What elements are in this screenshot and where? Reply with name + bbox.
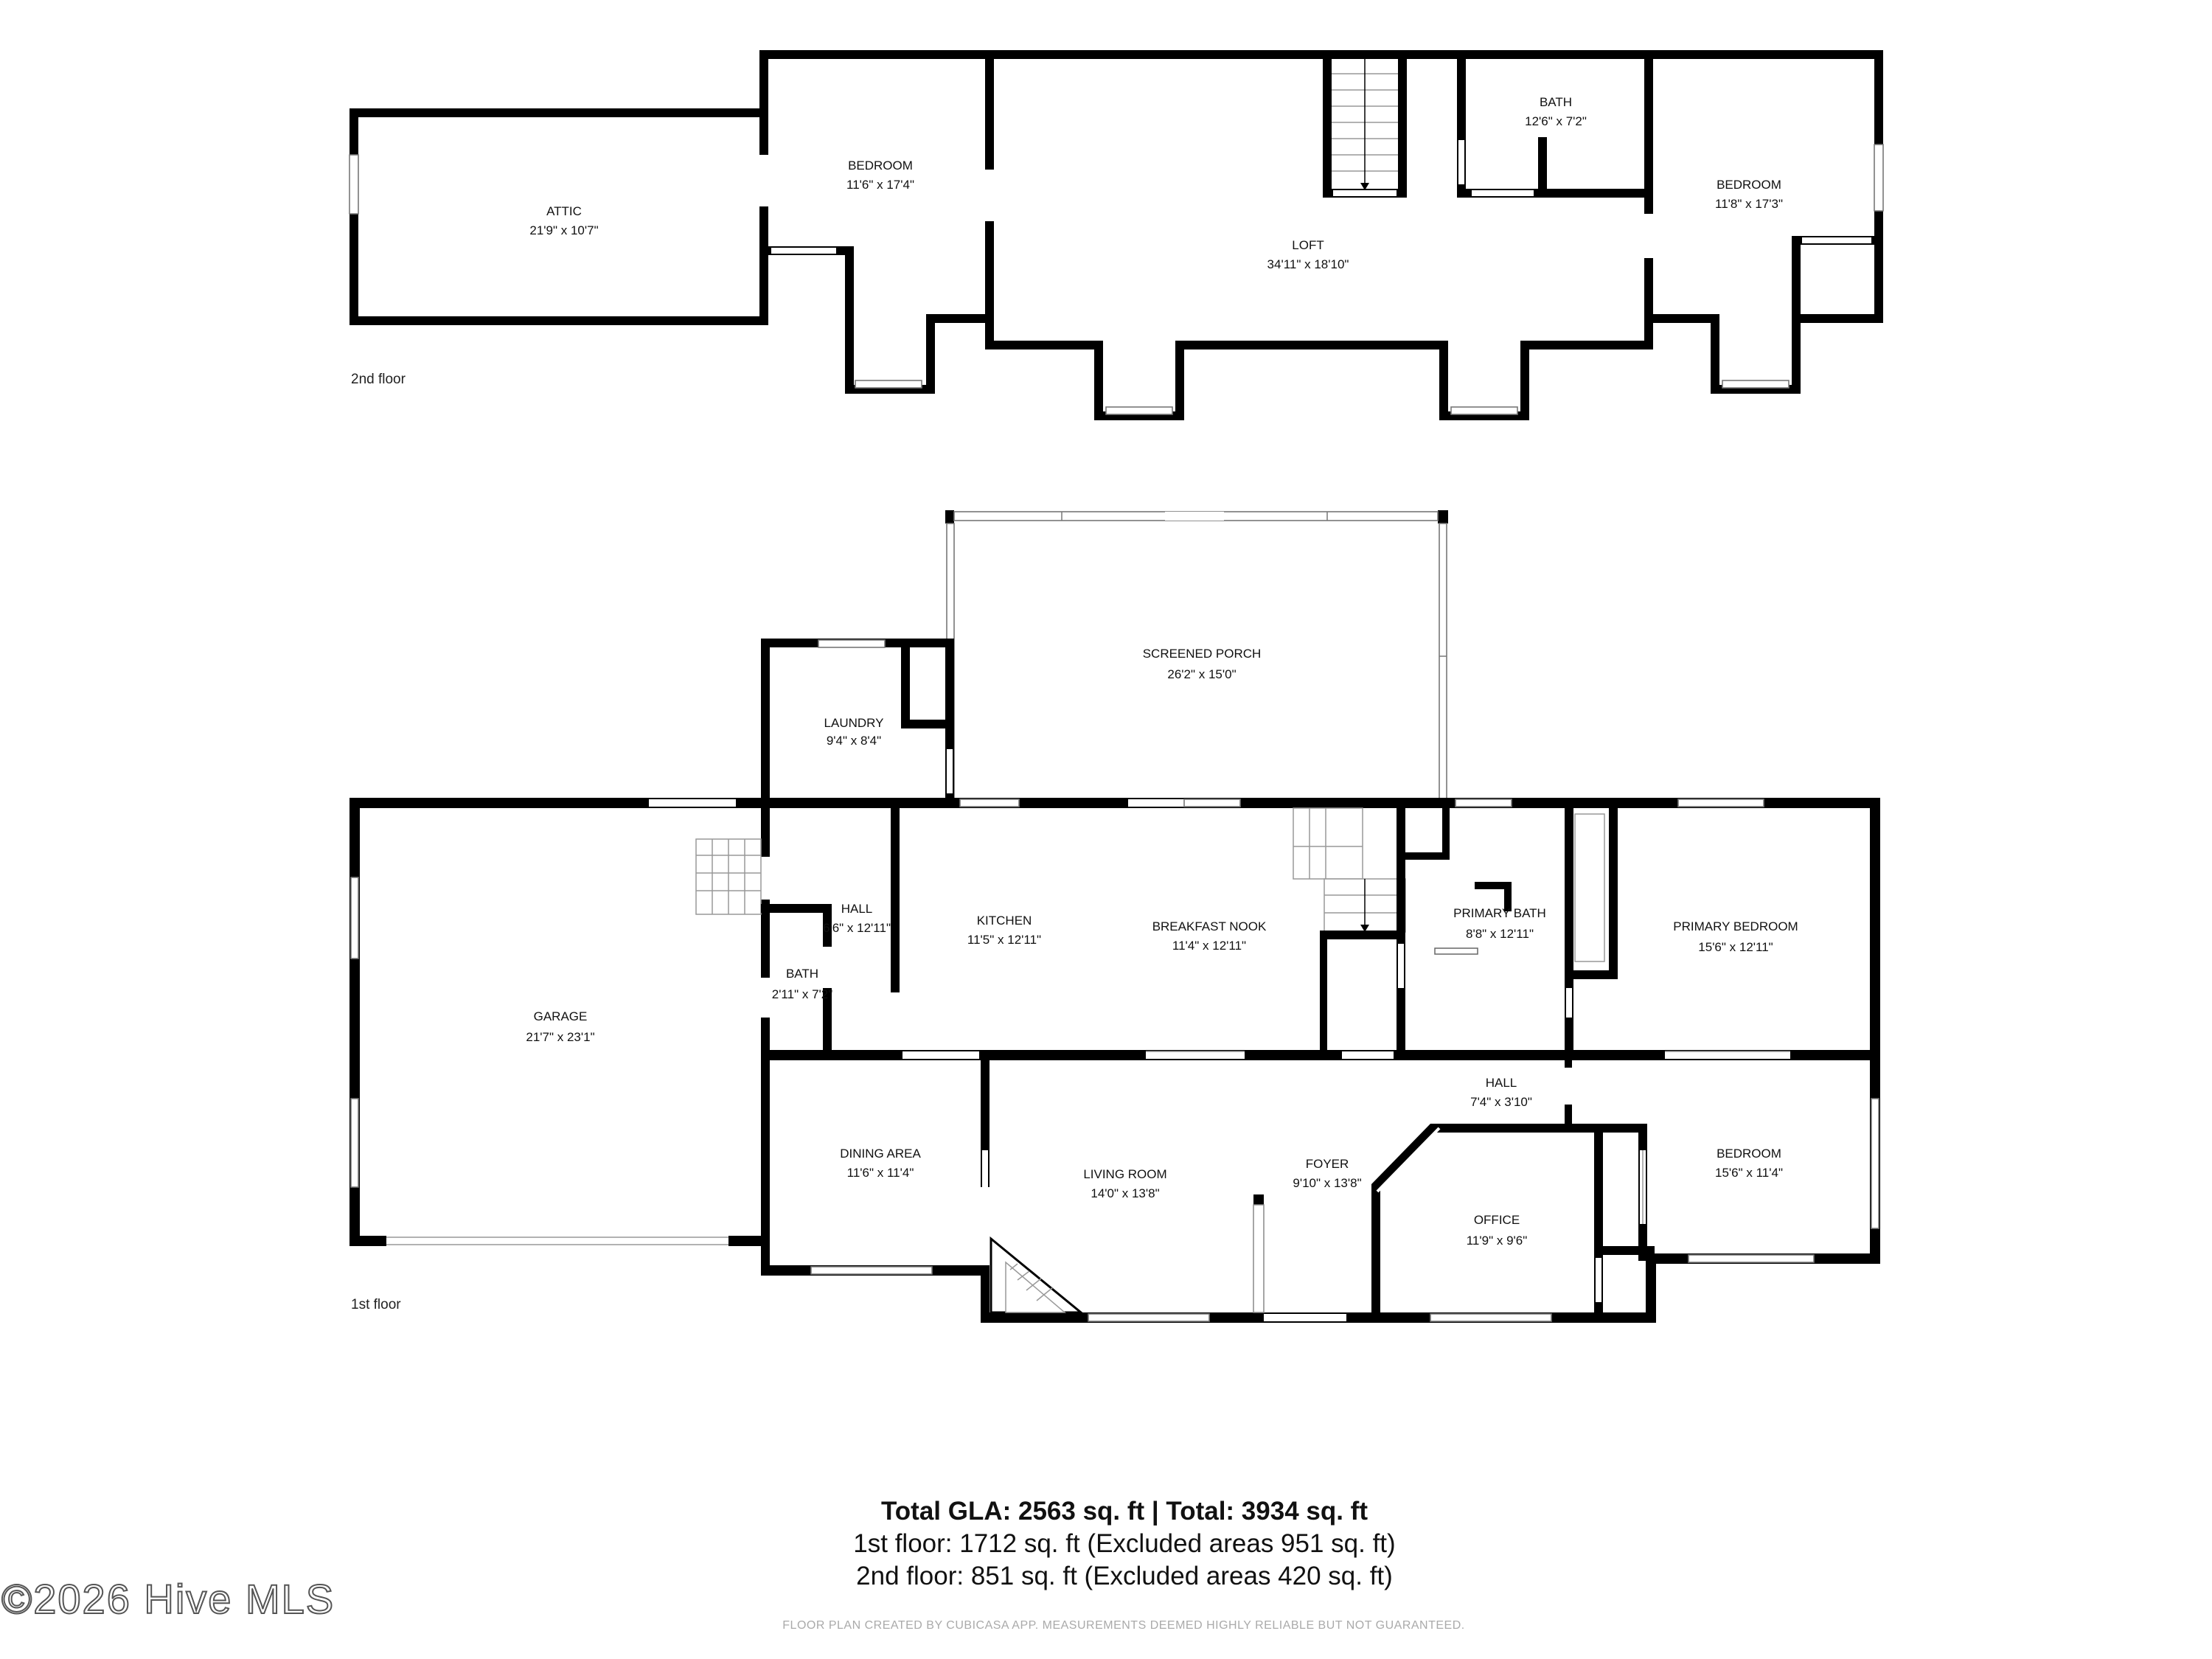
room-breakfast-nook-name: BREAKFAST NOOK <box>1152 919 1267 933</box>
room-screened-porch-name: SCREENED PORCH <box>1143 647 1262 661</box>
room-hall-east-name: HALL <box>1486 1076 1517 1090</box>
dining-living-walls <box>981 1050 1265 1314</box>
room-bath-2nd-name: BATH <box>1540 95 1572 109</box>
room-living-room-dims: 14'0" x 13'8" <box>1091 1186 1159 1200</box>
room-hall-west-dims: 6'6" x 12'11" <box>823 921 891 935</box>
room-bath-1st-name: BATH <box>786 967 818 981</box>
room-hall-east-dims: 7'4" x 3'10" <box>1470 1095 1532 1109</box>
room-bedroom-east-dims: 11'8" x 17'3" <box>1715 197 1783 211</box>
room-laundry-dims: 9'4" x 8'4" <box>827 734 881 748</box>
room-attic-name: ATTIC <box>546 204 582 218</box>
second-floor-area: 2nd floor: 851 sq. ft (Excluded areas 42… <box>856 1562 1393 1590</box>
room-bedroom-1st-name: BEDROOM <box>1717 1147 1781 1161</box>
room-garage-dims: 21'7" x 23'1" <box>526 1030 594 1044</box>
room-dining-area-dims: 11'6" x 11'4" <box>847 1166 914 1180</box>
room-dining-area-name: DINING AREA <box>840 1147 921 1161</box>
south-east-walls <box>1371 1050 1655 1323</box>
area-summary: Total GLA: 2563 sq. ft | Total: 3934 sq.… <box>0 1495 2212 1593</box>
room-office-name: OFFICE <box>1474 1213 1520 1227</box>
room-primary-bedroom-name: PRIMARY BEDROOM <box>1673 919 1798 933</box>
room-bath-2nd-dims: 12'6" x 7'2" <box>1525 114 1587 128</box>
room-kitchen-name: KITCHEN <box>977 914 1032 928</box>
middle-walls <box>761 807 1880 1060</box>
room-primary-bath-dims: 8'8" x 12'11" <box>1466 927 1534 941</box>
room-primary-bath-name: PRIMARY BATH <box>1453 906 1546 920</box>
room-laundry-name: LAUNDRY <box>824 716 884 730</box>
room-primary-bedroom-dims: 15'6" x 12'11" <box>1698 940 1773 954</box>
room-breakfast-nook-dims: 11'4" x 12'11" <box>1172 939 1246 953</box>
first-floor-room-labels: SCREENED PORCH 26'2" x 15'0" LAUNDRY 9'4… <box>526 647 1798 1248</box>
copyright-watermark: ©2026 Hive MLS <box>1 1575 335 1623</box>
first-floor-label: 1st floor <box>351 1297 401 1312</box>
primary-bath-walls <box>1397 808 1618 1059</box>
room-garage-name: GARAGE <box>534 1009 588 1023</box>
room-bedroom-1st-dims: 15'6" x 11'4" <box>1715 1166 1783 1180</box>
room-loft-dims: 34'11" x 18'10" <box>1267 257 1349 271</box>
first-floor: 1st floor <box>349 510 1880 1323</box>
hall-west-walls <box>761 808 900 1054</box>
room-hall-west-name: HALL <box>841 902 873 916</box>
total-area: Total GLA: 2563 sq. ft | Total: 3934 sq.… <box>881 1497 1368 1526</box>
room-living-room-name: LIVING ROOM <box>1083 1167 1166 1181</box>
room-bath-1st-dims: 2'11" x 7'2" <box>772 987 833 1001</box>
bedroom-west-walls <box>759 50 994 394</box>
first-floor-exterior-walls <box>349 798 1880 1323</box>
second-floor: 2nd floor <box>349 50 1884 420</box>
room-bedroom-west-dims: 11'6" x 17'4" <box>846 178 914 192</box>
room-office-dims: 11'9" x 9'6" <box>1467 1234 1528 1248</box>
garage-stairs <box>695 838 762 915</box>
second-floor-room-labels: ATTIC 21'9" x 10'7" BEDROOM 11'6" x 17'4… <box>529 95 1783 271</box>
room-foyer-name: FOYER <box>1306 1157 1349 1171</box>
room-bedroom-east-name: BEDROOM <box>1717 178 1781 192</box>
loft-walls <box>985 50 1662 420</box>
room-screened-porch-dims: 26'2" x 15'0" <box>1167 667 1236 681</box>
first-floor-area: 1st floor: 1712 sq. ft (Excluded areas 9… <box>853 1529 1396 1558</box>
room-kitchen-dims: 11'5" x 12'11" <box>967 933 1041 947</box>
disclaimer-text: FLOOR PLAN CREATED BY CUBICASA APP. MEAS… <box>782 1619 1465 1632</box>
bath-2nd-walls <box>1457 50 1653 198</box>
second-floor-label: 2nd floor <box>351 372 406 387</box>
room-foyer-dims: 9'10" x 13'8" <box>1293 1176 1361 1190</box>
room-loft-name: LOFT <box>1292 238 1324 252</box>
room-attic-dims: 21'9" x 10'7" <box>529 223 598 237</box>
room-bedroom-west-name: BEDROOM <box>848 159 913 173</box>
bedroom-east-walls <box>1644 50 1884 394</box>
